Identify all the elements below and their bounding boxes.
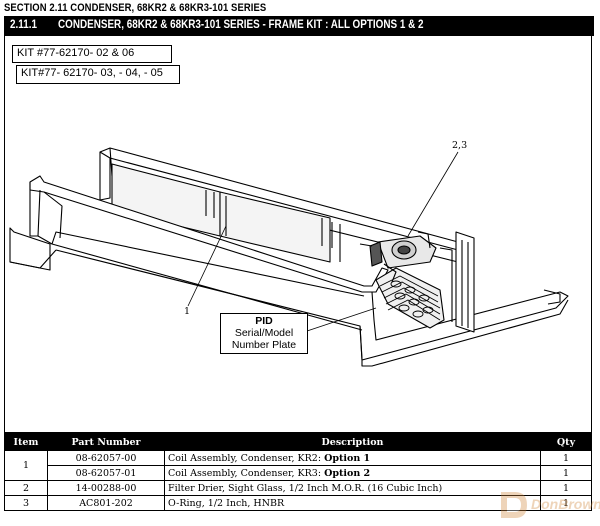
header-item: Item bbox=[4, 433, 48, 451]
row-description-option: Option 2 bbox=[324, 467, 371, 479]
table-row: 1 08-62057-00 Coil Assembly, Condenser, … bbox=[4, 450, 592, 481]
condenser-frame-drawing bbox=[9, 147, 569, 367]
section-title: SECTION 2.11 CONDENSER, 68KR2 & 68KR3-10… bbox=[4, 2, 267, 14]
parts-table-header: Item Part Number Description Qty bbox=[4, 433, 592, 451]
row-part-number: 08-62057-01 bbox=[47, 465, 165, 481]
row-qty: 1 bbox=[540, 450, 592, 466]
kit-label-2: KIT#77- 62170- 03, - 04, - 05 bbox=[16, 65, 180, 84]
row-part-number: AC801-202 bbox=[47, 495, 165, 511]
row-item: 3 bbox=[4, 495, 48, 511]
pid-line-2: Number Plate bbox=[231, 339, 297, 351]
header-part-number: Part Number bbox=[47, 433, 165, 451]
pid-label-box: PID Serial/Model Number Plate bbox=[220, 313, 308, 354]
subsection-title: CONDENSER, 68KR2 & 68KR3-101 SERIES - FR… bbox=[58, 19, 424, 31]
row-description: Filter Drier, Sight Glass, 1/2 Inch M.O.… bbox=[164, 480, 541, 496]
row-description: Coil Assembly, Condenser, KR2: Option 1 bbox=[164, 450, 541, 466]
kit-label-1: KIT #77-62170- 02 & 06 bbox=[12, 45, 172, 63]
subsection-number: 2.11.1 bbox=[10, 19, 37, 31]
row-item: 1 bbox=[4, 450, 48, 481]
row-part-number: 08-62057-00 bbox=[47, 450, 165, 466]
row-qty: 1 bbox=[540, 495, 592, 511]
figure-frame bbox=[4, 36, 592, 433]
pid-line-1: Serial/Model bbox=[234, 327, 294, 339]
table-row: 2 14-00288-00 Filter Drier, Sight Glass,… bbox=[4, 480, 592, 496]
pid-title: PID bbox=[255, 315, 273, 327]
header-qty: Qty bbox=[540, 433, 592, 451]
callout-items-2-3: 2,3 bbox=[452, 140, 468, 151]
row-part-number: 14-00288-00 bbox=[47, 480, 165, 496]
parts-table: Item Part Number Description Qty 1 08-62… bbox=[4, 433, 592, 511]
row-description-text: Coil Assembly, Condenser, KR3: bbox=[168, 467, 325, 479]
header-description: Description bbox=[164, 433, 541, 451]
row-description: Coil Assembly, Condenser, KR3: Option 2 bbox=[164, 465, 541, 481]
callout-item-1: 1 bbox=[184, 306, 191, 317]
row-description-text: Coil Assembly, Condenser, KR2: bbox=[168, 452, 325, 464]
row-description: O-Ring, 1/2 Inch, HNBR bbox=[164, 495, 541, 511]
table-row: 08-62057-01 Coil Assembly, Condenser, KR… bbox=[5, 465, 592, 481]
row-description-option: Option 1 bbox=[324, 452, 371, 464]
table-row: 3 AC801-202 O-Ring, 1/2 Inch, HNBR 1 bbox=[4, 495, 592, 511]
row-item: 2 bbox=[4, 480, 48, 496]
subsection-header: 2.11.1 CONDENSER, 68KR2 & 68KR3-101 SERI… bbox=[4, 16, 594, 36]
row-qty: 1 bbox=[540, 465, 592, 481]
row-qty: 1 bbox=[540, 480, 592, 496]
